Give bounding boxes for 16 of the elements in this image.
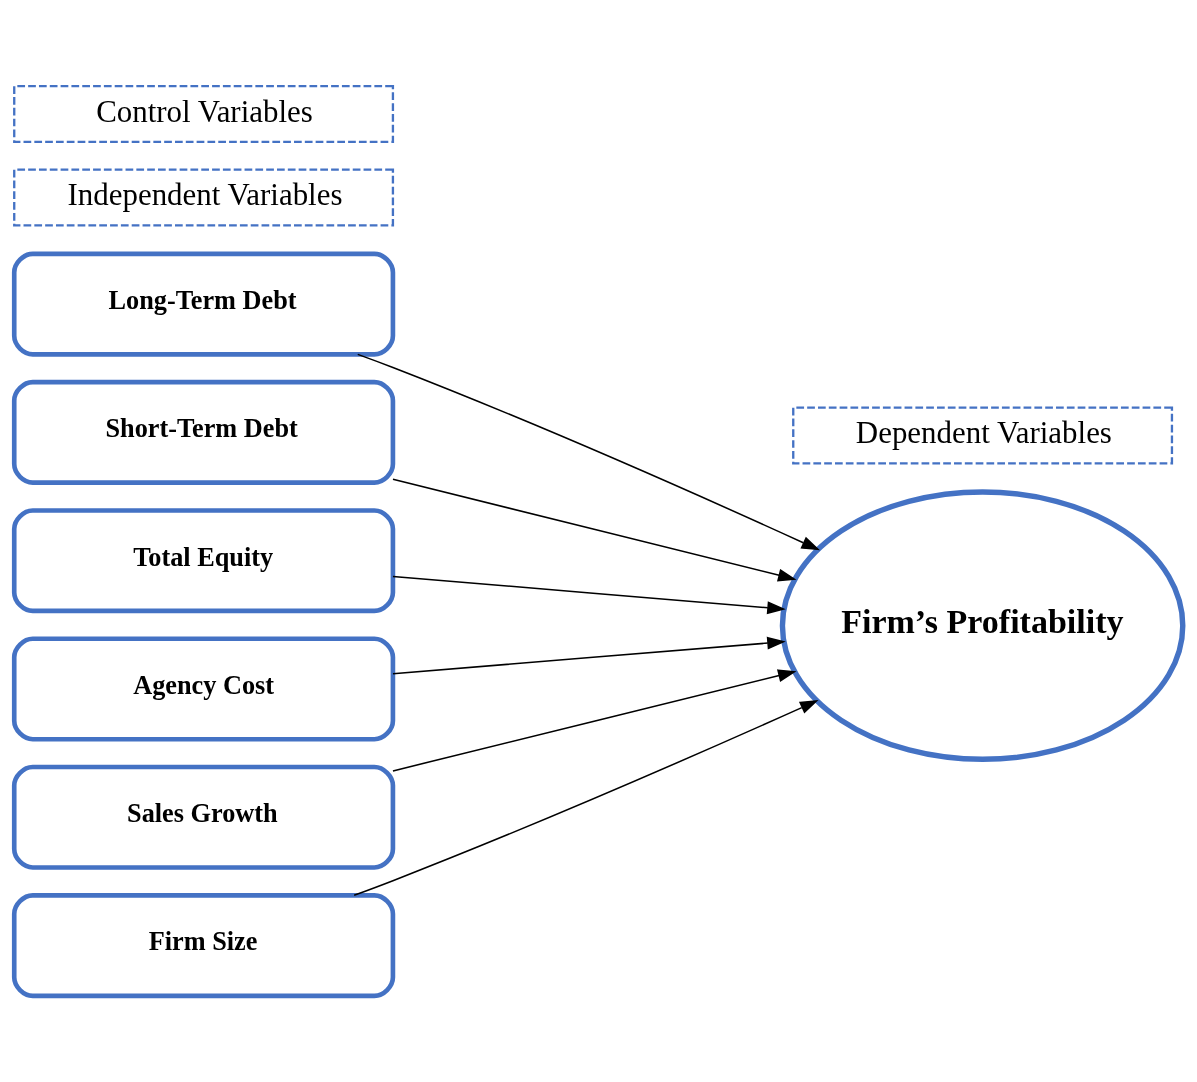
node-box: Short-Term Debt (11, 379, 396, 485)
node-box: Independent Variables (13, 168, 395, 227)
node-box: Dependent Variables (792, 406, 1174, 465)
node-box: Control Variables (13, 85, 395, 143)
arrow (356, 353, 821, 551)
node-box: Long-Term Debt (11, 251, 396, 357)
node-box: Agency Cost (11, 636, 396, 742)
node-box: Firm Size (11, 893, 396, 999)
node-box: Sales Growth (11, 764, 396, 870)
node-ellipse: Firm’s Profitability (779, 489, 1186, 763)
arrow (392, 478, 797, 582)
arrow (392, 575, 786, 615)
arrow (392, 669, 797, 772)
arrow (392, 636, 786, 675)
node-box: Total Equity (11, 508, 396, 614)
arrow (353, 700, 819, 896)
